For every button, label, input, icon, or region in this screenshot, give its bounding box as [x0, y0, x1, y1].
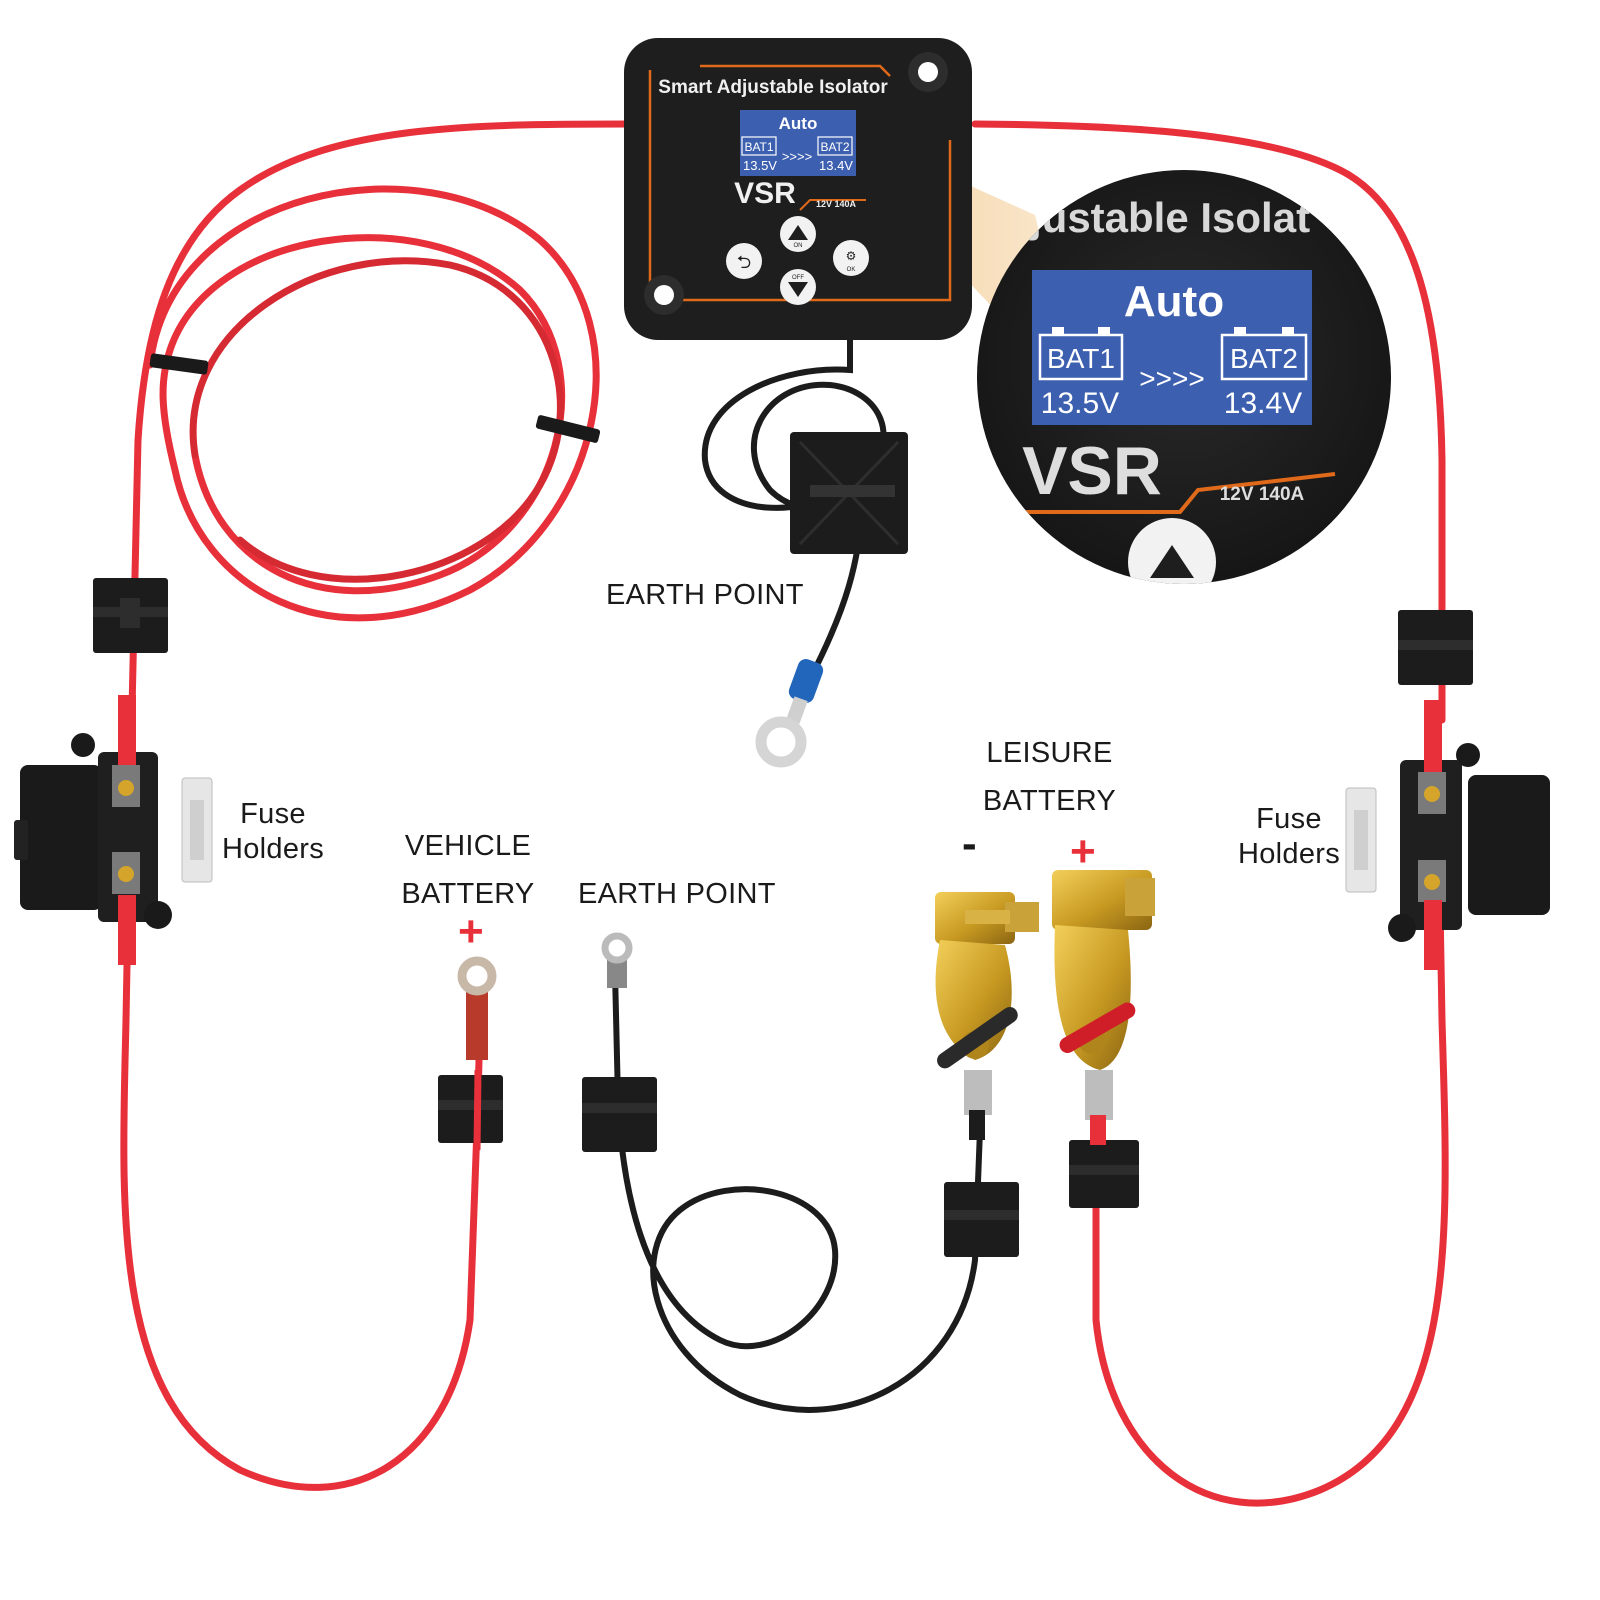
- zoom-rating: 12V 140A: [1220, 484, 1305, 505]
- clip-vehicle: [438, 1069, 503, 1151]
- battery-clamp-positive: [1052, 870, 1155, 1145]
- zoom-bat2-voltage: 13.4V: [1224, 387, 1302, 420]
- fuse-holders-right-label: Fuse Holders: [1234, 802, 1344, 872]
- clip-left-top: [93, 578, 168, 653]
- button-back[interactable]: ⮌: [726, 243, 762, 279]
- cable-earth-bottom: [612, 969, 983, 1413]
- fuse-holder-right: [1388, 700, 1550, 970]
- leisure-line2: BATTERY: [982, 785, 1117, 817]
- gear-icon: ⚙: [846, 249, 857, 263]
- device-screen-mode: Auto: [779, 114, 818, 133]
- fuse-right-line1: Fuse: [1256, 803, 1322, 835]
- button-up[interactable]: ON: [780, 216, 816, 252]
- cable-coil-3: [189, 257, 564, 583]
- device-arrows: >>>>: [782, 149, 812, 164]
- cable-right-top: [971, 120, 1446, 724]
- button-ok-label: OK: [847, 267, 856, 273]
- leisure-line1: LEISURE: [986, 737, 1113, 769]
- fuse-holders-left-label: Fuse Holders: [218, 797, 328, 867]
- button-down[interactable]: OFF: [780, 269, 816, 305]
- leisure-plus-sign: +: [1070, 827, 1096, 876]
- zoom-inset: justable Isolat Auto BAT1 13.5V >>>> BAT…: [977, 170, 1391, 584]
- cable-ties: [149, 353, 601, 443]
- earth-point-top-label: EARTH POINT: [606, 579, 804, 611]
- clip-earth-bottom: [582, 1077, 657, 1152]
- zoom-up-icon: [1150, 545, 1194, 578]
- device-rating: 12V 140A: [816, 199, 857, 209]
- button-off-label: OFF: [792, 275, 804, 281]
- ring-terminal-earth-bottom: [601, 932, 633, 988]
- leisure-battery-label: LEISURE BATTERY: [972, 729, 1127, 825]
- mounting-clips: [93, 432, 1473, 1257]
- cable-left-bottom-loop: [120, 906, 484, 1491]
- vehicle-plus-sign: +: [458, 907, 484, 956]
- cable-tie: [149, 353, 209, 375]
- earth-point-bottom-label: EARTH POINT: [578, 878, 776, 910]
- device-bat1-voltage: 13.5V: [743, 158, 777, 173]
- zoom-screen: [1032, 270, 1312, 425]
- device-screen: [740, 110, 856, 176]
- clip-right-top: [1398, 610, 1473, 685]
- ring-terminal-vehicle: [457, 956, 497, 1060]
- device-bat2-label: BAT2: [820, 140, 849, 154]
- zoom-bat1-voltage: 13.5V: [1041, 387, 1119, 420]
- fuse-left-line1: Fuse: [240, 798, 306, 830]
- cable-left-top: [128, 120, 634, 714]
- device-bat2-voltage: 13.4V: [819, 158, 853, 173]
- device-title: Smart Adjustable Isolator: [658, 77, 888, 98]
- device-brand: VSR: [734, 177, 796, 210]
- battery-clamp-negative: [935, 892, 1039, 1140]
- vehicle-line1: VEHICLE: [404, 830, 532, 862]
- zoom-bat2-label: BAT2: [1230, 343, 1298, 374]
- fuse-left-line2: Holders: [221, 832, 325, 865]
- zoom-brand: VSR: [1022, 433, 1162, 509]
- fuse-right-line2: Holders: [1237, 837, 1341, 870]
- back-icon: ⮌: [737, 252, 751, 272]
- fuse-blade-right: [1345, 787, 1377, 893]
- clip-leisure-pos: [1069, 1140, 1139, 1208]
- zoom-title-fragment: justable Isolat: [1029, 194, 1310, 241]
- device-bat1-label: BAT1: [744, 140, 773, 154]
- cable-tie: [535, 415, 601, 443]
- button-ok[interactable]: ⚙ OK: [833, 240, 869, 276]
- button-on-label: ON: [794, 243, 803, 249]
- fuse-holder-left: [14, 695, 172, 965]
- cable-right-bottom-loop: [1092, 901, 1449, 1507]
- isolator-device: Smart Adjustable Isolator Auto BAT1 13.5…: [624, 38, 972, 340]
- leisure-minus-sign: -: [962, 819, 977, 868]
- vehicle-battery-label: VEHICLE BATTERY: [393, 822, 543, 918]
- zoom-mode: Auto: [1124, 277, 1224, 326]
- zoom-bat1-label: BAT1: [1047, 343, 1115, 374]
- clip-leisure-neg: [944, 1182, 1019, 1257]
- vehicle-line2: BATTERY: [401, 878, 535, 910]
- fuse-blade-left: [181, 777, 213, 883]
- cable-coil-1: [146, 185, 600, 622]
- zoom-arrows: >>>>: [1139, 363, 1204, 394]
- ring-terminal-earth-top: [755, 659, 824, 768]
- clip-earth-top: [790, 432, 908, 554]
